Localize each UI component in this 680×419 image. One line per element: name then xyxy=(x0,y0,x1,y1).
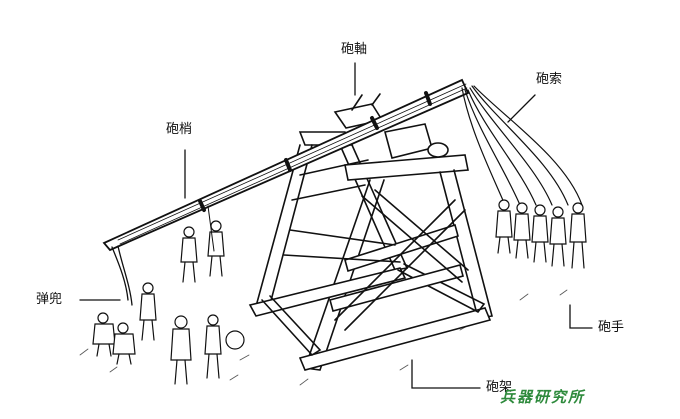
label-sling: 弹兜 xyxy=(36,292,63,307)
label-frame: 砲架 xyxy=(486,380,513,395)
ground-crew xyxy=(92,205,245,385)
rope-pullers xyxy=(495,199,587,269)
sling-rope xyxy=(111,245,133,306)
pulling-ropes xyxy=(461,85,583,206)
label-axle: 砲軸 xyxy=(341,42,368,57)
throwing-arm xyxy=(102,78,470,252)
watermark: 兵器研究所 xyxy=(500,388,586,406)
label-pullers: 砲手 xyxy=(598,320,625,335)
label-ropes: 砲索 xyxy=(536,72,563,87)
trebuchet-frame xyxy=(248,131,493,371)
label-arm: 砲梢 xyxy=(166,122,193,137)
leader-lines xyxy=(79,62,593,389)
axle-assembly xyxy=(333,93,449,159)
